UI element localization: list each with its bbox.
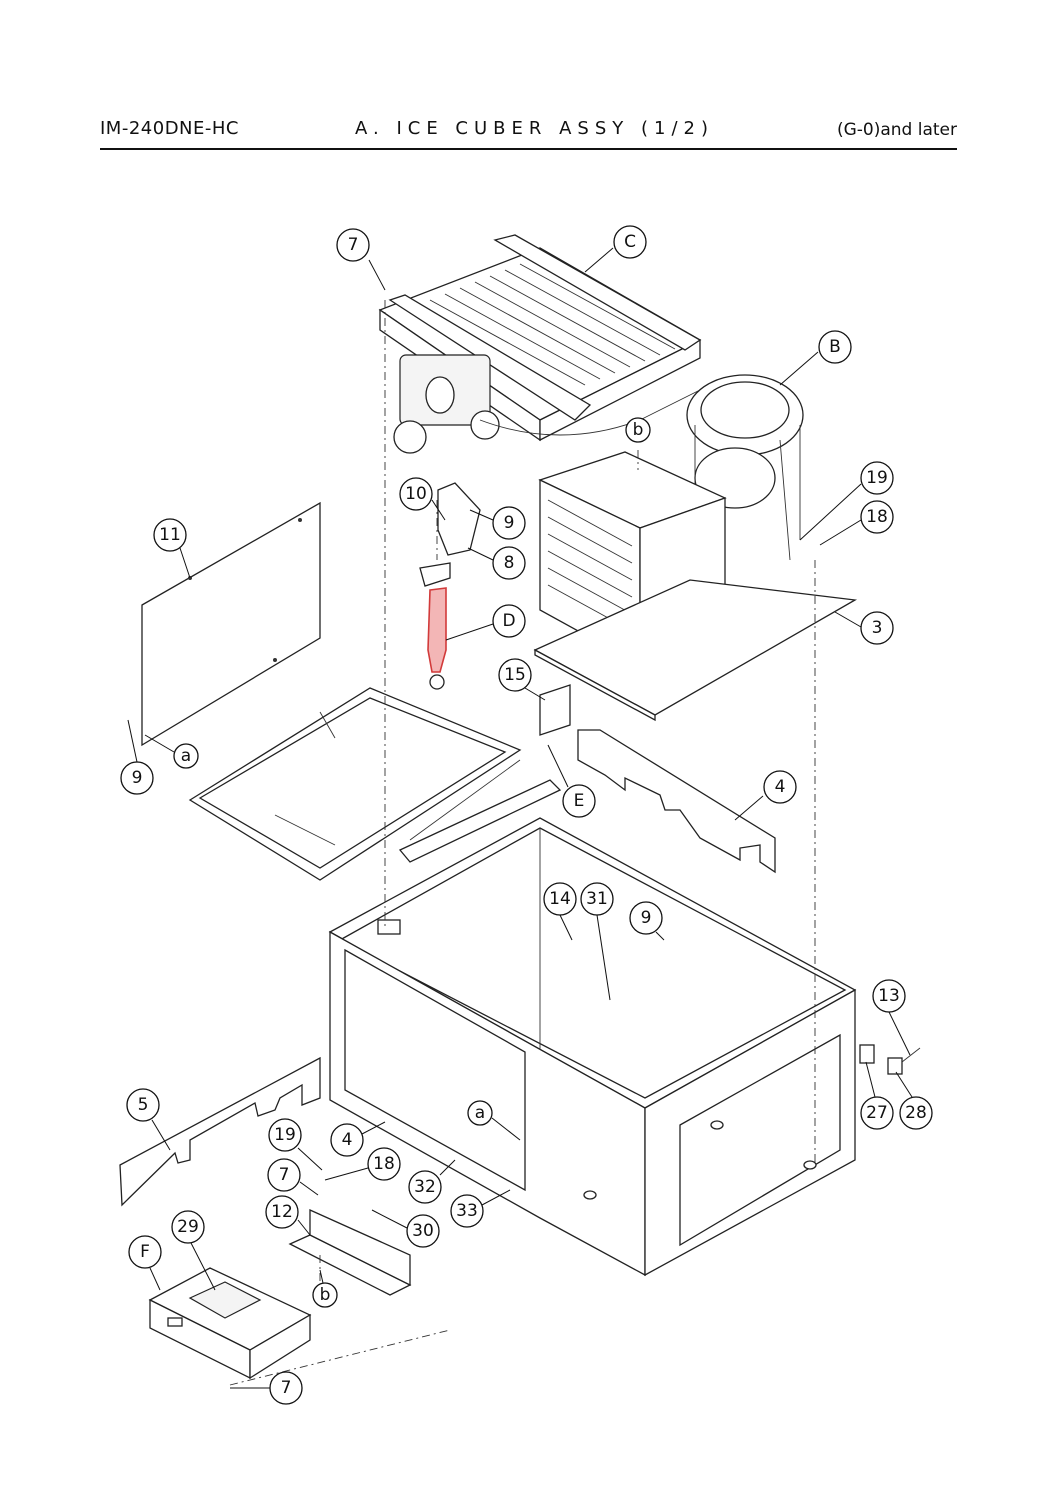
svg-text:B: B: [829, 337, 841, 357]
assembly-lines: [229, 300, 816, 1386]
svg-text:28: 28: [905, 1103, 927, 1123]
callout-15: 15: [498, 658, 546, 701]
svg-text:30: 30: [412, 1221, 434, 1241]
callout-5: 5: [126, 1088, 171, 1151]
svg-text:9: 9: [132, 768, 143, 788]
svg-text:27: 27: [866, 1103, 888, 1123]
callout-12: 12: [265, 1195, 311, 1236]
callout-19-lower: 19: [268, 1118, 323, 1171]
svg-text:7: 7: [348, 235, 359, 255]
callout-B: B: [779, 330, 852, 386]
callout-D: D: [445, 604, 526, 641]
callout-18-top: 18: [819, 500, 894, 546]
callout-33: 33: [450, 1189, 511, 1228]
svg-text:a: a: [181, 746, 191, 766]
svg-text:15: 15: [504, 665, 526, 685]
evaporator-assembly: [378, 234, 702, 454]
callout-7-bottom: 7: [230, 1371, 303, 1405]
callout-28: 28: [895, 1071, 933, 1130]
svg-text:9: 9: [641, 908, 652, 928]
page-header: IM-240DNE-HC A. ICE CUBER ASSY (1/2) (G-…: [100, 112, 957, 152]
svg-text:12: 12: [271, 1202, 293, 1222]
callout-7-lower: 7: [267, 1158, 319, 1196]
svg-text:19: 19: [866, 468, 888, 488]
drip-tray: [188, 687, 522, 881]
svg-text:7: 7: [281, 1378, 292, 1398]
svg-text:14: 14: [549, 889, 571, 909]
rear-panel-top: [577, 729, 776, 874]
tubing-assembly: [398, 684, 571, 863]
callout-9-panel: 9: [120, 719, 154, 795]
callout-b-lower: b: [312, 1269, 338, 1308]
callout-b-top: b: [625, 417, 651, 443]
svg-text:11: 11: [159, 525, 181, 545]
svg-text:10: 10: [405, 484, 427, 504]
callout-27: 27: [860, 1061, 894, 1130]
svg-text:19: 19: [274, 1125, 296, 1145]
svg-text:E: E: [574, 791, 585, 811]
bracket: [437, 482, 481, 556]
svg-text:13: 13: [878, 986, 900, 1006]
callout-9-frame: 9: [629, 901, 665, 941]
callout-9-bracket: 9: [469, 506, 526, 540]
svg-text:5: 5: [138, 1095, 149, 1115]
svg-text:29: 29: [177, 1217, 199, 1237]
callout-4-lower: 4: [330, 1121, 386, 1157]
header-rule: [100, 148, 957, 150]
side-panel: [141, 501, 321, 747]
callout-31: 31: [580, 882, 614, 1001]
svg-text:31: 31: [586, 889, 608, 909]
callout-30: 30: [371, 1209, 440, 1248]
callout-29: 29: [171, 1210, 216, 1291]
callout-3: 3: [834, 611, 894, 645]
callout-4-top: 4: [734, 770, 797, 821]
callout-13: 13: [872, 979, 911, 1056]
callout-F: F: [128, 1235, 162, 1291]
callout-19-top: 19: [799, 461, 894, 541]
callout-10: 10: [399, 477, 446, 521]
callout-11: 11: [153, 518, 191, 579]
svg-text:33: 33: [456, 1201, 478, 1221]
mounting-bracket: [288, 1208, 412, 1296]
callout-E: E: [547, 744, 596, 818]
svg-text:18: 18: [373, 1154, 395, 1174]
svg-text:18: 18: [866, 507, 888, 527]
callout-14: 14: [543, 882, 577, 941]
callout-8: 8: [467, 546, 526, 580]
svg-text:D: D: [502, 611, 515, 631]
svg-text:a: a: [475, 1103, 485, 1123]
connector: [859, 1044, 921, 1075]
highlighted-part-d: [419, 562, 451, 690]
revision-note: (G-0)and later: [836, 120, 957, 140]
base-plate: [533, 579, 858, 722]
svg-text:4: 4: [342, 1130, 353, 1150]
svg-text:8: 8: [504, 553, 515, 573]
callout-7-top: 7: [336, 228, 386, 291]
page-title: A. ICE CUBER ASSY (1/2): [355, 118, 715, 139]
svg-text:7: 7: [279, 1165, 290, 1185]
svg-text:4: 4: [775, 777, 786, 797]
condensing-unit: [686, 374, 804, 561]
callout-18-lower: 18: [324, 1147, 401, 1181]
svg-text:3: 3: [872, 618, 883, 638]
svg-text:32: 32: [414, 1177, 436, 1197]
svg-text:C: C: [624, 232, 636, 252]
callout-C: C: [584, 225, 647, 273]
svg-text:b: b: [320, 1285, 331, 1305]
lower-front-panel: [119, 1056, 321, 1207]
control-box: [148, 1267, 312, 1380]
callout-32: 32: [408, 1159, 456, 1204]
callout-a-panel: a: [144, 734, 199, 769]
svg-text:b: b: [633, 420, 644, 440]
svg-text:F: F: [140, 1242, 150, 1262]
callout-a-frame: a: [467, 1100, 521, 1141]
svg-text:9: 9: [504, 513, 515, 533]
model-code: IM-240DNE-HC: [100, 118, 239, 139]
